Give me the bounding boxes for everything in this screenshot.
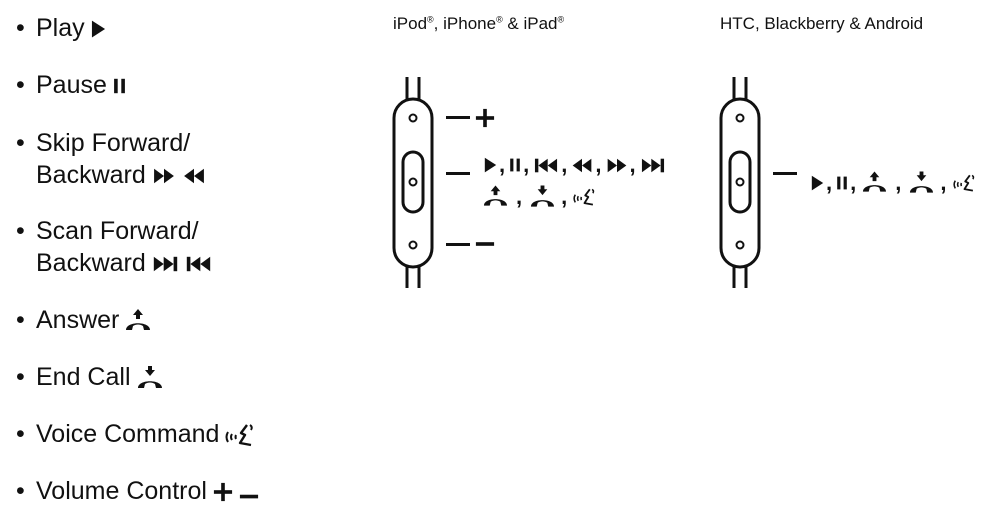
bullet: • <box>16 420 25 448</box>
legend-item-skip: • Skip Forward/ Backward <box>16 127 206 191</box>
bullet: • <box>16 129 25 157</box>
play-icon <box>811 174 824 192</box>
apple-remote-diagram <box>392 77 434 288</box>
volume-up-icon <box>213 482 233 502</box>
bullet: • <box>16 477 25 505</box>
legend-item-scan: • Scan Forward/ Backward <box>16 215 212 279</box>
legend-item-voice: • Voice Command <box>16 418 259 450</box>
legend-item-end-call: • End Call <box>16 361 163 393</box>
apple-title-ipad: & iPad <box>502 14 558 33</box>
registered-mark: ® <box>557 14 565 25</box>
voice-command-icon <box>225 422 259 448</box>
voice-command-icon <box>953 173 979 193</box>
legend-item-pause: • Pause <box>16 69 126 101</box>
pause-icon <box>836 175 848 191</box>
legend-label-scan-1: Scan Forward/ <box>36 217 199 245</box>
comma: , <box>523 152 530 177</box>
legend-label-answer: Answer <box>36 306 120 334</box>
legend-item-play: • Play <box>16 12 106 44</box>
comma: , <box>850 170 857 195</box>
end-call-icon <box>530 185 555 209</box>
apple-center-functions-row2: , , <box>483 184 599 210</box>
bullet: • <box>16 363 25 391</box>
play-icon <box>91 19 106 39</box>
connector-dash <box>773 172 797 175</box>
apple-center-functions-row1: , , , , , <box>484 152 666 178</box>
bullet: • <box>16 71 25 99</box>
legend-label-scan-2: Backward <box>36 249 146 277</box>
bullet: • <box>16 306 25 334</box>
bullet: • <box>16 14 25 42</box>
next-track-icon <box>152 255 179 273</box>
apple-volume-up-label <box>446 108 495 128</box>
volume-up-icon <box>475 108 495 128</box>
comma: , <box>499 152 506 177</box>
apple-title-iphone: , iPhone <box>433 14 497 33</box>
next-track-icon <box>640 157 666 174</box>
voice-command-icon <box>573 187 599 207</box>
apple-devices-title: iPod®, iPhone® & iPad® <box>393 14 564 34</box>
comma: , <box>940 170 947 195</box>
android-devices-title: HTC, Blackberry & Android <box>720 14 924 33</box>
answer-call-icon <box>483 185 508 209</box>
registered-mark: ® <box>496 14 503 25</box>
end-call-icon <box>137 365 163 391</box>
bullet: • <box>16 217 25 245</box>
play-icon <box>484 156 497 174</box>
legend-label-skip-1: Skip Forward/ <box>36 129 191 157</box>
comma: , <box>561 152 568 177</box>
volume-down-icon <box>475 234 495 254</box>
volume-down-icon <box>239 482 259 502</box>
answer-call-icon <box>125 308 151 334</box>
legend-label-skip-2: Backward <box>36 161 146 189</box>
answer-call-icon <box>862 171 887 195</box>
apple-volume-down-label <box>446 234 495 254</box>
rewind-icon <box>182 167 206 185</box>
comma: , <box>595 152 602 177</box>
legend-label-pause: Pause <box>36 71 107 99</box>
android-remote-diagram <box>719 77 761 288</box>
legend-label-voice: Voice Command <box>36 420 220 448</box>
pause-icon <box>113 77 126 95</box>
legend-label-volume: Volume Control <box>36 477 207 505</box>
apple-center-dash <box>446 172 470 176</box>
android-center-functions <box>773 172 797 176</box>
rewind-icon <box>571 157 593 174</box>
previous-track-icon <box>185 255 212 273</box>
comma: , <box>895 170 902 195</box>
comma: , <box>516 184 523 209</box>
comma: , <box>826 170 833 195</box>
comma: , <box>561 184 568 209</box>
legend-label-end-call: End Call <box>36 363 131 391</box>
legend-item-volume: • Volume Control <box>16 475 259 507</box>
apple-title-ipod: iPod <box>393 14 428 33</box>
legend-item-answer: • Answer <box>16 304 151 336</box>
fast-forward-icon <box>606 157 628 174</box>
legend-label-play: Play <box>36 14 85 42</box>
registered-mark: ® <box>427 14 434 25</box>
end-call-icon <box>909 171 934 195</box>
comma: , <box>629 152 636 177</box>
pause-icon <box>509 157 521 173</box>
android-center-functions-icons: , , , , <box>811 170 979 196</box>
previous-track-icon <box>533 157 559 174</box>
fast-forward-icon <box>152 167 176 185</box>
